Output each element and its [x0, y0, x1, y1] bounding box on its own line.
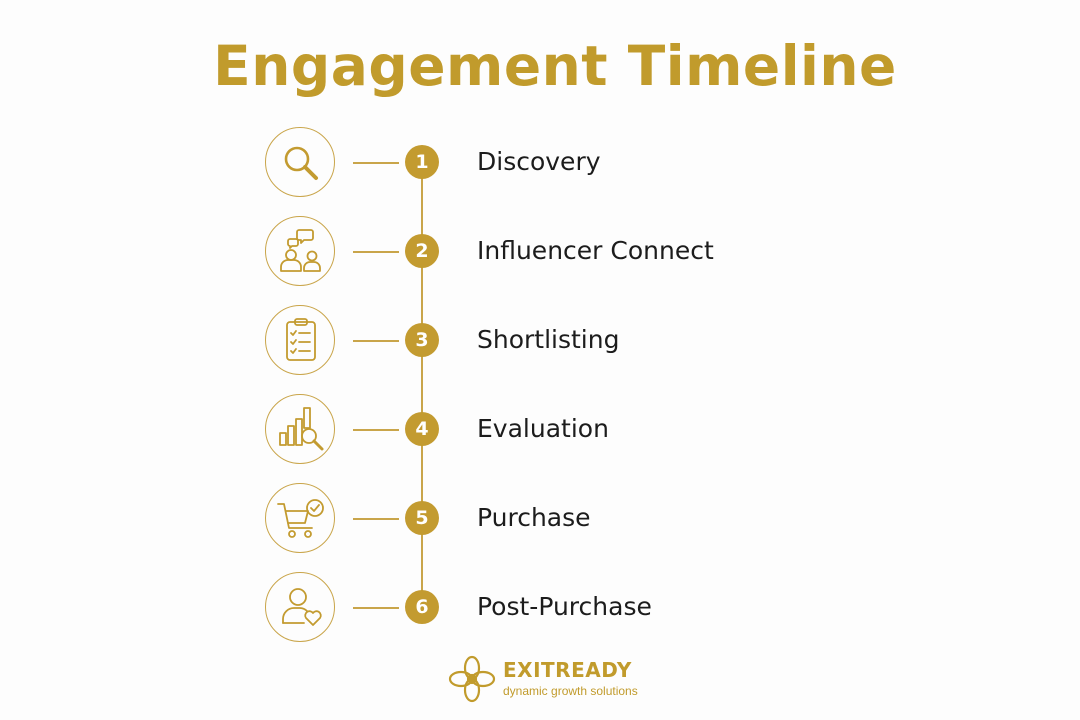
step-label: Influencer Connect [477, 236, 714, 265]
step-label: Purchase [477, 503, 591, 532]
step-label: Discovery [477, 147, 601, 176]
cart-check-icon [265, 483, 335, 553]
step-number-badge: 4 [405, 412, 439, 446]
step-number-badge: 2 [405, 234, 439, 268]
timeline-step-5: 5 Purchase [0, 483, 1080, 559]
chart-magnifier-icon [265, 394, 335, 464]
step-connector [353, 607, 399, 609]
timeline-spine [421, 162, 423, 608]
user-heart-icon [265, 572, 335, 642]
page-title: Engagement Timeline [213, 34, 897, 98]
timeline-step-4: 4 Evaluation [0, 394, 1080, 470]
step-number-badge: 5 [405, 501, 439, 535]
step-connector [353, 429, 399, 431]
step-connector [353, 162, 399, 164]
timeline-step-2: 2 Influencer Connect [0, 216, 1080, 292]
step-connector [353, 340, 399, 342]
timeline-step-3: 3 Shortlisting [0, 305, 1080, 381]
step-label: Post-Purchase [477, 592, 652, 621]
flower-logo-icon [448, 655, 496, 703]
step-connector [353, 251, 399, 253]
brand-logo: EXITREADY dynamic growth solutions [447, 654, 687, 704]
step-label: Shortlisting [477, 325, 620, 354]
step-number-badge: 3 [405, 323, 439, 357]
search-icon [265, 127, 335, 197]
step-number-badge: 1 [405, 145, 439, 179]
step-label: Evaluation [477, 414, 609, 443]
timeline-step-1: 1 Discovery [0, 127, 1080, 203]
people-chat-icon [265, 216, 335, 286]
timeline-step-6: 6 Post-Purchase [0, 572, 1080, 648]
step-number-badge: 6 [405, 590, 439, 624]
clipboard-checklist-icon [265, 305, 335, 375]
brand-tagline: dynamic growth solutions [503, 684, 638, 698]
brand-name: EXITREADY [503, 658, 632, 682]
step-connector [353, 518, 399, 520]
